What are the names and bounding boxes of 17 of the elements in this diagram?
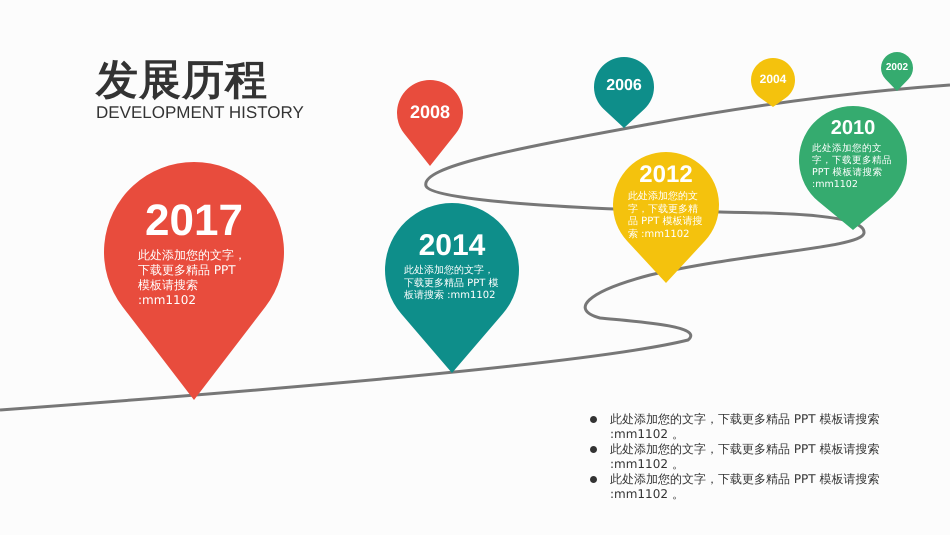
pin-description: 此处添加您的文字，下载更多精品 PPT 模板请搜索 :mm1102 bbox=[404, 265, 500, 302]
year-label: 2017 bbox=[145, 198, 243, 244]
pin-description: 此处添加您的文字，下载更多精品 PPT 模板请搜索 :mm1102 bbox=[812, 143, 893, 190]
year-label: 2010 bbox=[830, 118, 876, 139]
year-label: 2012 bbox=[639, 162, 693, 188]
title: 发展历程 bbox=[96, 54, 268, 106]
year-label: 2008 bbox=[410, 103, 450, 122]
year-label: 2006 bbox=[606, 78, 642, 95]
bullet-text: 此处添加您的文字，下载更多精品 PPT 模板请搜索 :mm1102 。 bbox=[610, 442, 880, 472]
bullet-text: 此处添加您的文字，下载更多精品 PPT 模板请搜索 :mm1102 。 bbox=[610, 412, 880, 442]
subtitle: DEVELOPMENT HISTORY bbox=[96, 103, 304, 123]
pin-description: 此处添加您的文字，下载更多精品 PPT 模板请搜索 :mm1102 bbox=[138, 248, 247, 308]
bullet-text: 此处添加您的文字，下载更多精品 PPT 模板请搜索 :mm1102 。 bbox=[610, 472, 880, 502]
pin-description: 此处添加您的文字，下载更多精品 PPT 模板请搜索 :mm1102 bbox=[628, 191, 704, 242]
year-label: 2004 bbox=[760, 73, 786, 86]
year-label: 2002 bbox=[886, 62, 908, 73]
year-label: 2014 bbox=[418, 230, 486, 261]
